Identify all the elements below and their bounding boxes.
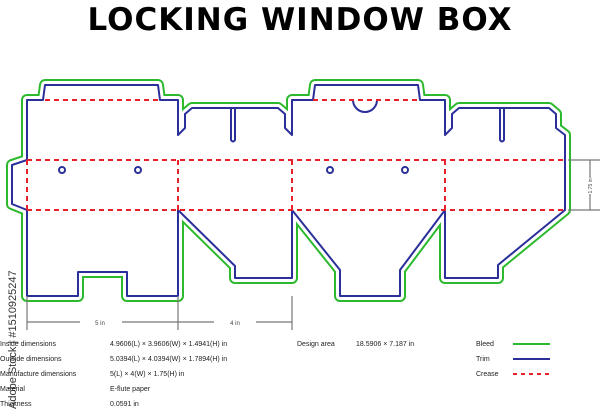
crease-lines xyxy=(26,99,565,211)
spec-value: 5(L) × 4(W) × 1.75(H) in xyxy=(110,371,185,378)
legend-trim-label: Trim xyxy=(476,356,490,363)
spec-value: 4.9606(L) × 3.9606(W) × 1.4941(H) in xyxy=(110,341,228,348)
slot-panel-2 xyxy=(230,108,236,143)
spec-value: 5.0394(L) × 4.0394(W) × 1.7894(H) in xyxy=(110,356,228,363)
slot-panel-4 xyxy=(499,108,505,143)
legend-crease-label: Crease xyxy=(476,371,499,378)
box-fill xyxy=(12,85,565,296)
spec-value: E-flute paper xyxy=(110,386,151,393)
length-dimension: 5 in xyxy=(95,321,105,327)
legend-swatches xyxy=(513,343,550,375)
page-title: LOCKING WINDOW BOX xyxy=(87,2,513,38)
lock-hole xyxy=(401,166,409,174)
spec-label: Inside dimensions xyxy=(0,341,57,348)
height-dimension: 1.75 in xyxy=(588,178,594,193)
spec-label: Outside dimensions xyxy=(0,356,62,363)
spec-value: 0.0591 in xyxy=(110,401,139,408)
legend-bleed-label: Bleed xyxy=(476,341,494,348)
design-area-label: Design area xyxy=(297,341,335,348)
spec-label: Thickness xyxy=(0,401,32,408)
design-area-value: 18.5906 × 7.187 in xyxy=(356,341,415,348)
dimension-lines xyxy=(26,159,600,330)
trim-line xyxy=(11,84,566,297)
dimension-extension xyxy=(26,296,293,330)
lock-hole xyxy=(326,166,334,174)
lock-hole xyxy=(58,166,66,174)
dimension-line xyxy=(568,159,600,211)
width-dimension: 4 in xyxy=(230,321,240,327)
thumb-notch xyxy=(352,99,378,113)
spec-label: Material xyxy=(0,386,25,393)
watermark: Adobe Stock | #1510925247 xyxy=(7,270,19,409)
lock-hole xyxy=(134,166,142,174)
spec-label: Manufacture dimensions xyxy=(0,371,77,378)
